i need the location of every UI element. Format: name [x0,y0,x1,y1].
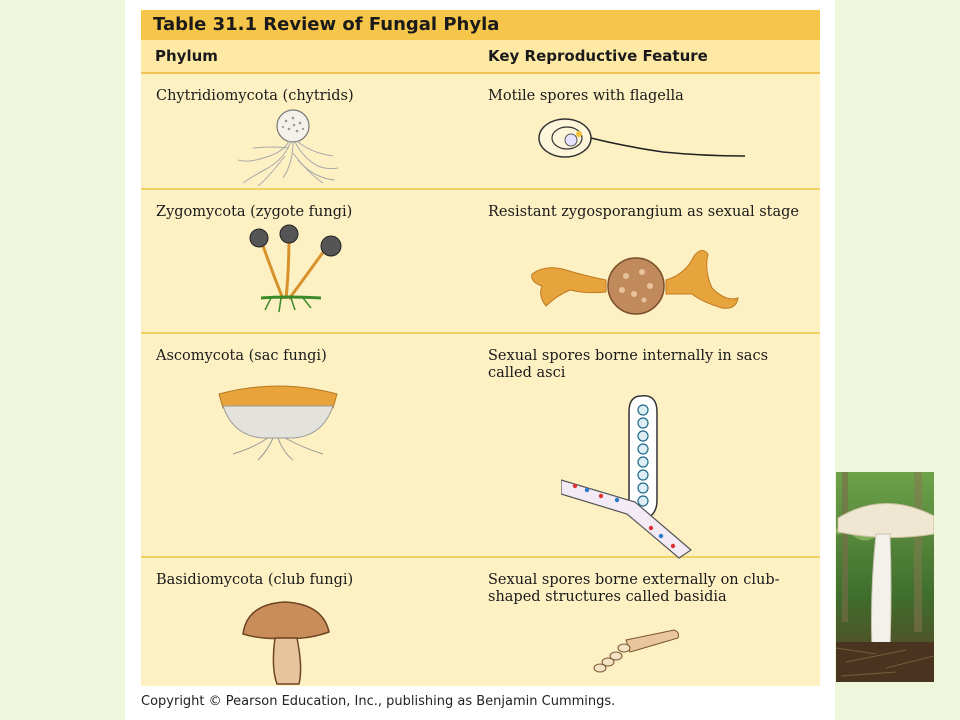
ascus-illustration [561,395,692,559]
phylum-name: Basidiomycota (club fungi) [156,572,354,588]
column-header-feature: Key Reproductive Feature [488,47,708,65]
column-header-phylum: Phylum [155,47,218,65]
zygosporangium-illustration [531,250,739,315]
table-row-club-fungi: Basidiomycota (club fungi) Sexual spores… [141,558,820,686]
table-row-sac-fungi: Ascomycota (sac fungi) Sexual spores bor… [141,334,820,559]
phylum-name: Zygomycota (zygote fungi) [156,204,353,220]
feature-text: Resistant zygosporangium as sexual stage [488,204,799,220]
column-header-row: Phylum Key Reproductive Feature [141,40,820,74]
fungal-phyla-table: Table 31.1 Review of Fungal Phyla Phylum… [141,10,820,686]
mushroom-photo [836,472,934,682]
phylum-name: Chytridiomycota (chytrids) [156,88,354,104]
feature-text: Sexual spores borne externally on club-s… [488,572,780,605]
copyright-text: Copyright © Pearson Education, Inc., pub… [141,694,616,709]
mushroom-illustration [242,601,330,685]
table-title: Table 31.1 Review of Fungal Phyla [141,10,820,40]
phylum-name: Ascomycota (sac fungi) [156,348,327,364]
cup-fungus-illustration [218,385,338,461]
basidium-illustration [593,629,679,673]
figure-panel: Table 31.1 Review of Fungal Phyla Phylum… [125,0,835,720]
flagellated-spore-illustration [538,118,746,158]
chytrid-illustration [237,109,339,187]
feature-text: Motile spores with flagella [488,88,684,104]
feature-text: Sexual spores borne internally in sacs c… [488,348,769,381]
table-row-zygote-fungi: Zygomycota (zygote fungi) Resistant zygo… [141,190,820,334]
zygomycete-illustration [249,224,342,313]
table-row-chytrids: Chytridiomycota (chytrids) Motile spores… [141,74,820,190]
